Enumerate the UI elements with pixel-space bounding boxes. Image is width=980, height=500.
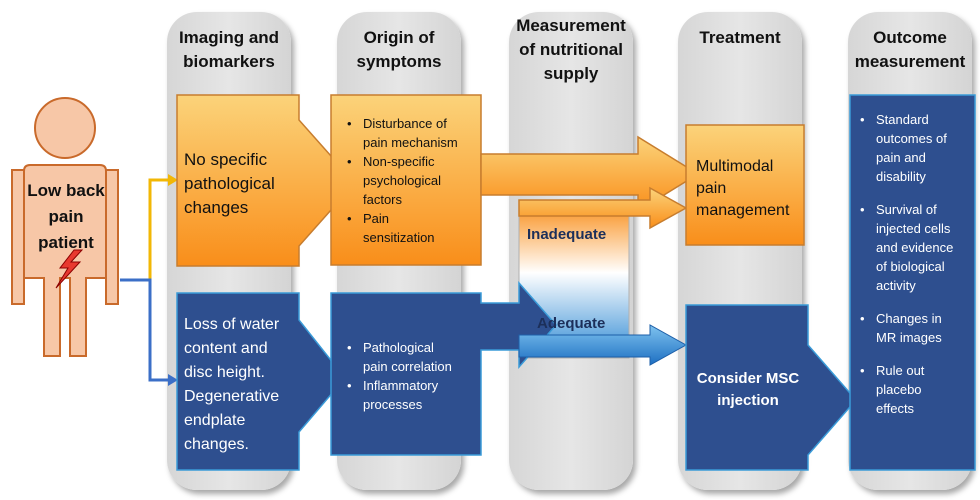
text-line: Rule out bbox=[876, 363, 925, 378]
text-line: No specific bbox=[184, 150, 268, 169]
column-title-origin: Origin of symptoms bbox=[337, 26, 461, 74]
outcome-list: Standard outcomes of pain and disability… bbox=[858, 110, 953, 418]
column-title-line: Outcome bbox=[873, 28, 947, 47]
connector-to-imaging-top bbox=[120, 178, 170, 282]
column-title-outcome: Outcome measurement bbox=[848, 26, 972, 74]
text-line: outcomes of bbox=[876, 131, 947, 146]
text-line: management bbox=[696, 202, 790, 219]
text-line: disc height. bbox=[184, 364, 265, 381]
column-title-line: supply bbox=[543, 64, 599, 83]
text-line: pain mechanism bbox=[363, 135, 458, 150]
list-item: Pathological pain correlation bbox=[347, 338, 452, 376]
list-item: Changes in MR images bbox=[860, 309, 953, 347]
text-line: endplate bbox=[184, 412, 246, 429]
imaging-bottom-box bbox=[176, 292, 346, 471]
text-line: Multimodal bbox=[696, 158, 774, 175]
column-title-imaging: Imaging and biomarkers bbox=[167, 26, 291, 74]
connector-to-imaging-bottom bbox=[120, 278, 170, 382]
column-title-line: symptoms bbox=[356, 52, 442, 71]
imaging-top-text: No specific pathological changes bbox=[184, 148, 275, 220]
treatment-bottom-text: Consider MSC injection bbox=[688, 368, 808, 412]
column-title-line: of nutritional bbox=[519, 40, 623, 59]
column-title-line: measurement bbox=[854, 52, 966, 71]
column-title-line: Measurement bbox=[516, 16, 626, 35]
text-line: pain bbox=[696, 180, 727, 197]
text-line: pathological bbox=[184, 174, 275, 193]
text-line: injected cells bbox=[876, 221, 951, 236]
origin-top-list: Disturbance of pain mechanism Non-specif… bbox=[345, 114, 458, 247]
text-line: sensitization bbox=[363, 230, 435, 245]
column-title-line: Imaging and bbox=[178, 28, 280, 47]
text-line: activity bbox=[876, 278, 916, 293]
arrow-adequate-to-treatment bbox=[518, 324, 688, 366]
text-line: changes. bbox=[184, 436, 249, 453]
text-line: Pathological bbox=[363, 340, 434, 355]
imaging-top-box bbox=[176, 94, 357, 267]
adequate-label: Adequate bbox=[537, 315, 606, 332]
arrow-origin-to-treatment bbox=[480, 135, 700, 213]
text-line: MR images bbox=[876, 330, 942, 345]
text-line: Standard bbox=[876, 112, 929, 127]
text-line: Inflammatory bbox=[363, 378, 439, 393]
column-title-treatment: Treatment bbox=[678, 26, 802, 50]
text-line: factors bbox=[363, 192, 403, 207]
treatment-top-text: Multimodal pain management bbox=[696, 156, 789, 222]
imaging-bottom-text: Loss of water content and disc height. D… bbox=[184, 313, 279, 457]
text-line: Consider MSC bbox=[696, 370, 800, 387]
patient-label-line: patient bbox=[38, 233, 94, 252]
column-title-nutrition: Measurement of nutritional supply bbox=[509, 14, 633, 86]
text-line: disability bbox=[876, 169, 926, 184]
patient-label-line: Low back bbox=[27, 181, 105, 200]
text-line: of biological bbox=[876, 259, 945, 274]
list-item: Non-specific psychological factors bbox=[347, 152, 458, 209]
text-line: effects bbox=[876, 401, 915, 416]
patient-figure bbox=[11, 97, 119, 357]
text-line: Survival of bbox=[876, 202, 937, 217]
list-item: Survival of injected cells and evidence … bbox=[860, 200, 954, 295]
text-line: Degenerative bbox=[184, 388, 280, 405]
text-line: psychological bbox=[363, 173, 442, 188]
column-title-line: biomarkers bbox=[183, 52, 275, 71]
text-line: content and bbox=[184, 340, 268, 357]
list-item: Rule out placebo effects bbox=[860, 361, 953, 418]
text-line: and evidence bbox=[876, 240, 954, 255]
arrowhead-yellow bbox=[168, 174, 178, 186]
text-line: pain and bbox=[876, 150, 926, 165]
column-title-line: Origin of bbox=[363, 28, 435, 47]
column-title-line: Treatment bbox=[699, 28, 781, 47]
list-item: Disturbance of pain mechanism bbox=[347, 114, 458, 152]
text-line: Changes in bbox=[876, 311, 942, 326]
text-line: processes bbox=[363, 397, 423, 412]
list-item: Inflammatory processes bbox=[347, 376, 452, 414]
text-line: Non-specific bbox=[363, 154, 435, 169]
list-item: Pain sensitization bbox=[347, 209, 458, 247]
text-line: Pain bbox=[363, 211, 390, 226]
text-line: pain correlation bbox=[363, 359, 452, 374]
treatment-bottom-box bbox=[685, 304, 857, 471]
list-item: Standard outcomes of pain and disability bbox=[860, 110, 953, 186]
arrowhead-blue bbox=[168, 374, 178, 386]
patient-label-line: pain bbox=[48, 207, 84, 226]
text-line: injection bbox=[717, 392, 779, 409]
text-line: Disturbance of bbox=[363, 116, 447, 131]
text-line: changes bbox=[184, 198, 249, 217]
patient-label: Low back pain patient bbox=[6, 178, 126, 256]
text-line: placebo bbox=[876, 382, 922, 397]
origin-bottom-list: Pathological pain correlation Inflammato… bbox=[345, 338, 452, 414]
lightning-bolt-icon bbox=[55, 249, 84, 289]
inadequate-label: Inadequate bbox=[527, 226, 607, 243]
treatment-top-box bbox=[685, 124, 805, 246]
text-line: Loss of water bbox=[184, 316, 280, 333]
arrow-inadequate-to-treatment bbox=[518, 186, 688, 230]
